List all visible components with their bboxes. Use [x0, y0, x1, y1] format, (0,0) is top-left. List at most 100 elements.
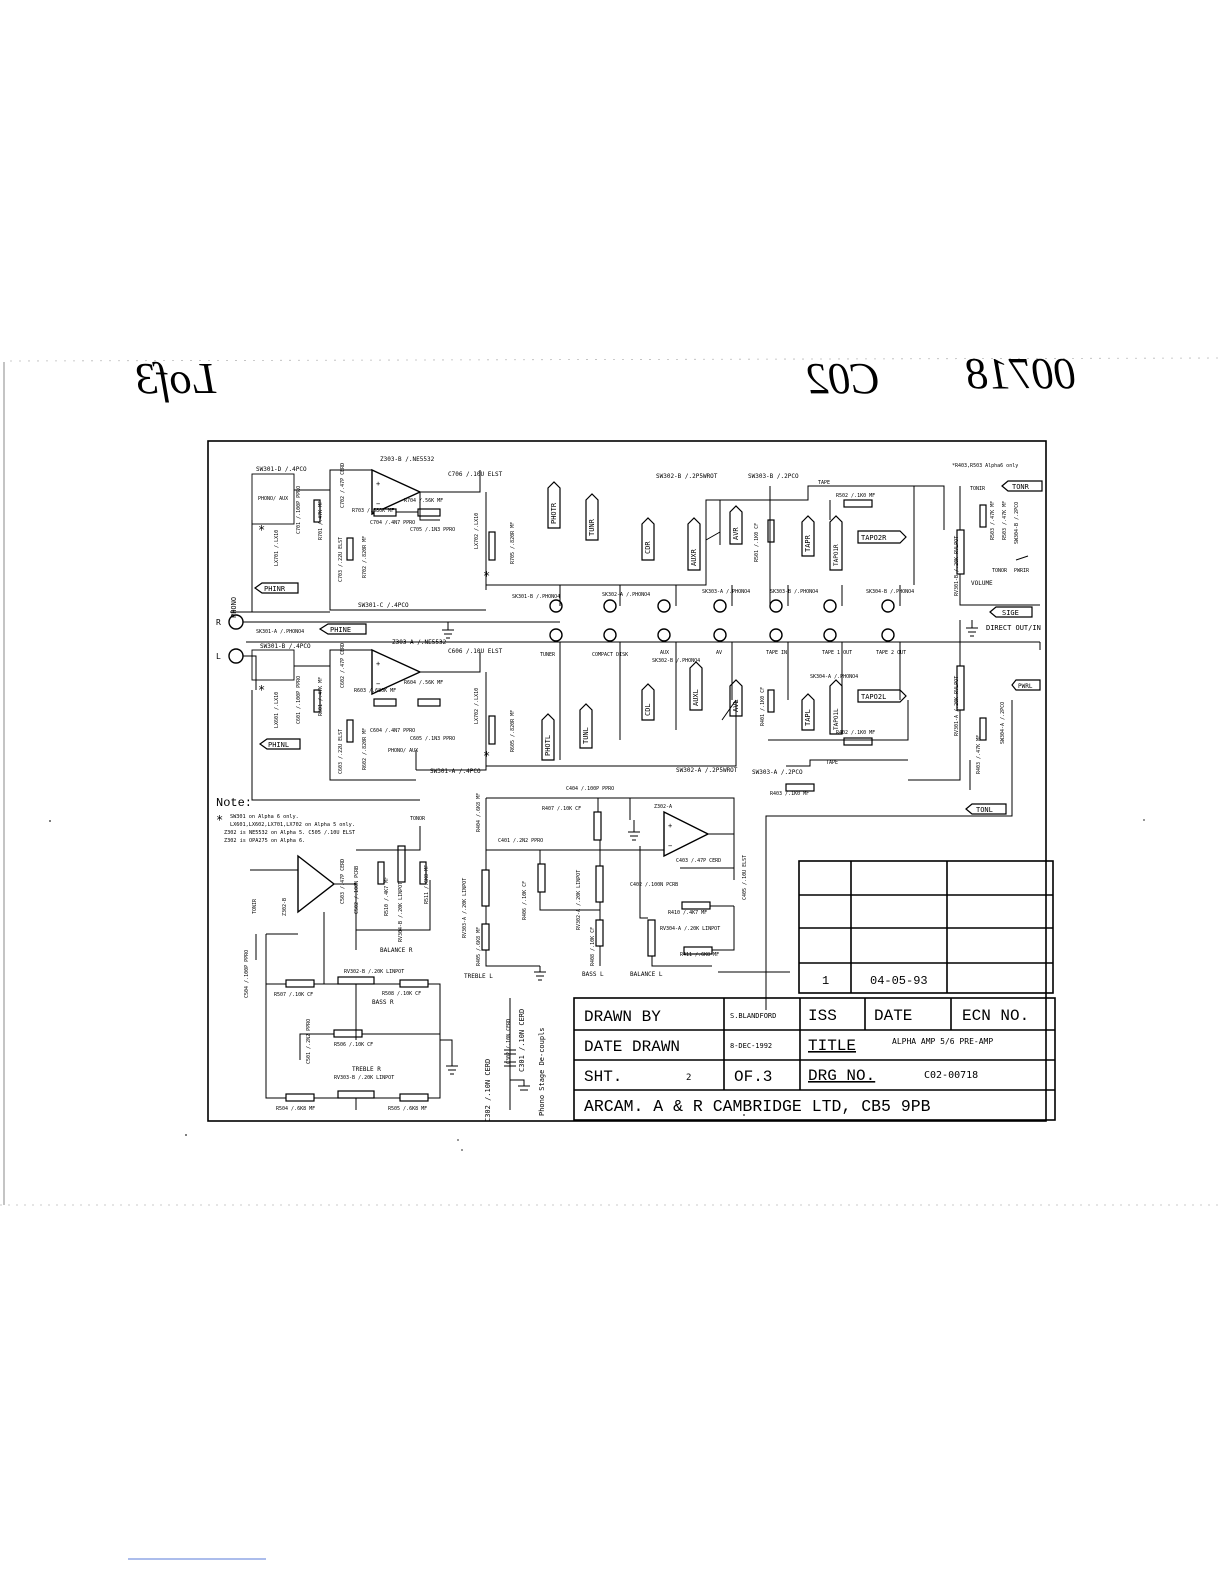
ground-symbols	[442, 620, 978, 1075]
resistor-r405	[481, 923, 490, 951]
resistor-r401	[767, 689, 775, 713]
label-tonr: TONR	[1012, 483, 1030, 491]
label-tonir-b: TONIR	[252, 898, 258, 914]
label-r602: R602 /.820R MF	[362, 728, 368, 770]
label-c403: C403 /.47P CERD	[676, 858, 721, 864]
label-c501: C501 /.2N2 PPRO	[306, 1019, 312, 1064]
label-sw304b: SW304-B /.2PCO	[1014, 502, 1020, 544]
pot-rv304a	[647, 919, 656, 957]
label-c705: C705 /.1N3 PPRO	[410, 527, 455, 533]
tag-tonl	[965, 803, 1007, 815]
label-c503: C503 /.47P CERD	[340, 859, 346, 904]
note-line1: SW301 on Alpha 6 only.	[230, 814, 299, 820]
date-label: DATE	[874, 1007, 912, 1025]
tag-tapo1r	[829, 515, 843, 571]
label-rv302a: RV302-A /.20K LINPOT	[576, 870, 582, 930]
label-tonir: TONIR	[970, 486, 986, 492]
label-rv304a: RV304-A /.20K LINPOT	[660, 926, 720, 932]
label-c602: C602 /.47P CERD	[340, 643, 346, 688]
label-avr: AVR	[732, 527, 740, 540]
label-tunr: TUNR	[588, 518, 596, 536]
label-r507: R507 /.10K CF	[274, 992, 313, 998]
resistor-r507	[285, 979, 315, 988]
jack-aux-r	[657, 599, 671, 613]
label-pwrir: PWRIR	[1014, 568, 1030, 574]
tag-avr	[729, 505, 743, 545]
label-r504: R504 /.6K8 MF	[276, 1106, 315, 1112]
label-tape-l: TAPE	[826, 760, 838, 766]
label-c402: C402 /.100N PCRB	[630, 882, 678, 888]
label-direct: DIRECT OUT/IN	[986, 624, 1041, 632]
label-r501: R501 /.1K0 CF	[754, 523, 760, 562]
label-sk301a: SK301-A /.PHONO4	[256, 629, 304, 635]
label-tape-r: TAPE	[818, 480, 830, 486]
label-rv302b: RV302-B /.20K LINPOT	[344, 969, 404, 975]
label-aux: AUX	[660, 650, 669, 656]
tag-phine	[318, 623, 367, 635]
label-r703: R703 /.680K MF	[352, 508, 394, 514]
jack-tape1-l	[823, 628, 837, 642]
resistor-r403	[785, 783, 815, 792]
tag-pwrl	[1011, 679, 1041, 691]
label-phono-aux-r: PHONO/ AUX	[258, 496, 288, 502]
label-c405: C405 /.10U ELST	[742, 855, 748, 900]
label-sw301d: SW301-D /.4PCO	[256, 466, 307, 473]
revision-table: 1 04-05-93	[798, 860, 1054, 994]
label-r505: R505 /.6K8 MF	[388, 1106, 427, 1112]
iss-label: ISS	[808, 1007, 837, 1025]
label-r705: R705 /.820R MF	[510, 522, 516, 564]
resistor-r410	[681, 901, 711, 910]
pot-rv303b	[337, 1090, 375, 1099]
resistor-r603	[373, 698, 397, 707]
sht-label: SHT.	[584, 1068, 622, 1086]
opamp-z302b	[297, 854, 336, 914]
resistor-r601	[313, 689, 321, 713]
label-c702: C702 /.47P CERD	[340, 463, 346, 508]
label-sk301b: SK301-B /.PHONO4	[512, 594, 560, 600]
label-treble-r: TREBLE R	[352, 1066, 381, 1073]
jacks-row-left	[549, 628, 895, 642]
label-tape-in: TAPE IN	[766, 650, 787, 656]
label-rv301b: RV301-B /.20K RVLPOT	[954, 536, 960, 596]
jack-tape2-l	[881, 628, 895, 642]
title-block: DRAWN BY S.BLANDFORD ISS DATE ECN NO. DA…	[573, 997, 1056, 1121]
label-sw303b: SW303-B /.2PCO	[748, 473, 799, 480]
svg-text:+: +	[376, 480, 380, 488]
input-selector: SW302-B /.2P5WROT SW303-B /.2PCO TAPE R5…	[486, 463, 1018, 797]
tone-right: TONOR Z302-B TONIR C503 /.47P CERD C502 …	[244, 816, 453, 1112]
label-z303b: Z303-B /.NE5532	[380, 456, 435, 463]
resistor-r504	[285, 1093, 315, 1102]
tag-tapr	[801, 515, 815, 557]
decoupling: C302 /.10N CERD C301 /.10N CERD C302 /.1…	[484, 998, 546, 1122]
note-line3: Z302 is NE5532 on Alpha 5. C505 /.10U EL…	[224, 830, 355, 836]
label-c601: C601 /.100P PPRO	[296, 676, 302, 724]
drg-value: C02-00718	[924, 1070, 978, 1081]
label-lx701: LX701 /.LX10	[274, 530, 280, 566]
label-r401: R401 /.1K0 CF	[760, 687, 766, 726]
tag-cdr	[641, 517, 655, 561]
resistor-r510	[377, 861, 385, 885]
label-phono: PHONO	[230, 597, 238, 618]
label-r601: R601 /.47K MF	[318, 677, 324, 716]
date-drawn-value: 8-DEC-1992	[730, 1042, 772, 1050]
scan-specks	[49, 819, 1145, 1151]
svg-text:−: −	[376, 680, 380, 688]
opamp-z303a	[371, 648, 422, 696]
label-c404: C404 /.100P PPRO	[566, 786, 614, 792]
label-tonl: TONL	[976, 806, 993, 814]
label-r510: R510 /.4K7 MF	[384, 877, 390, 916]
phono-input-left: L PHINL	[216, 621, 1040, 750]
jack-av-r	[713, 599, 727, 613]
tag-tunr	[585, 493, 599, 541]
title-value: ALPHA AMP 5/6 PRE-AMP	[892, 1037, 993, 1046]
resistor-r511	[419, 861, 427, 885]
label-balance-r: BALANCE R	[380, 947, 413, 954]
jack-cd-r	[603, 599, 617, 613]
label-c706: C706 /.10U ELST	[448, 471, 503, 478]
jack-cd-l	[603, 628, 617, 642]
drg-label: DRG NO.	[808, 1067, 875, 1085]
tone-left: C404 /.100P PPRO R407 /.10K CF Z302-A + …	[462, 786, 748, 980]
tag-tapl	[801, 693, 815, 731]
resistor-r702	[346, 537, 354, 561]
label-decouple: Phono Stage De-coupls	[538, 1027, 546, 1116]
